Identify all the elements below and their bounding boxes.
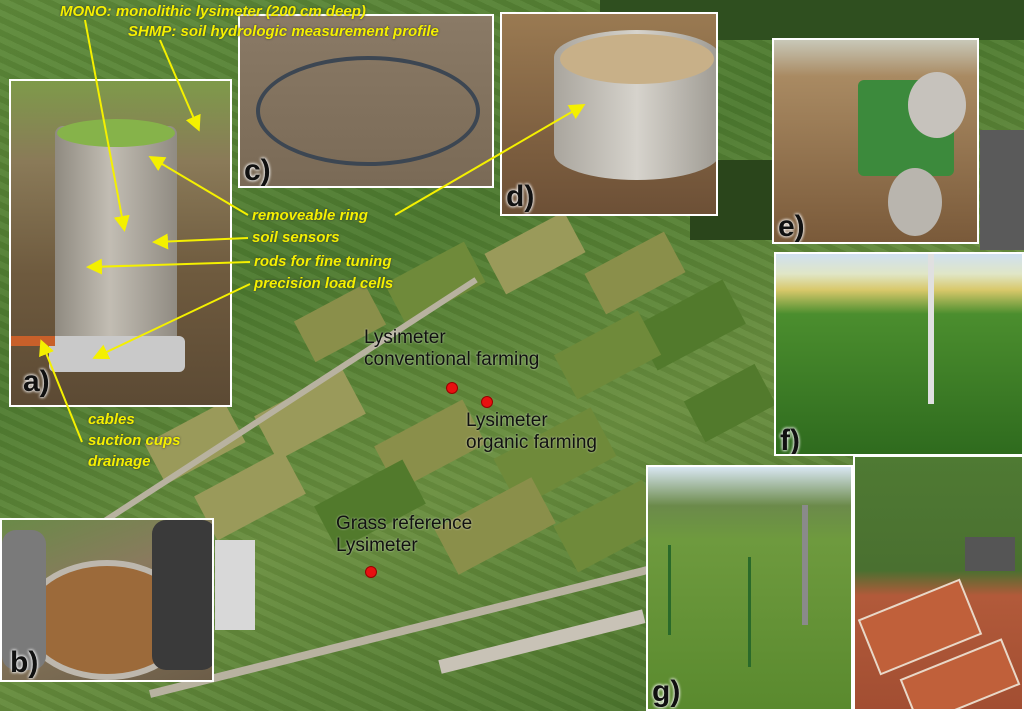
- arrow-soil-sensors: [152, 233, 249, 250]
- fence-post: [668, 545, 671, 635]
- marker-grass-reference-lysimeter: [365, 566, 377, 578]
- annotation-rods: rods for fine tuning: [254, 253, 392, 270]
- label-conventional-lysimeter: Lysimeter conventional farming: [364, 327, 539, 371]
- photo-f-maize-field: f): [774, 252, 1024, 456]
- base-plate: [49, 336, 185, 372]
- label-grass-line2: Lysimeter: [336, 534, 418, 556]
- weather-mast: [802, 505, 808, 625]
- marker-conventional-lysimeter: [446, 382, 458, 394]
- photo-g-grass-reference-site: g): [646, 465, 853, 711]
- label-grass-line1: Grass reference: [336, 513, 473, 534]
- arrow-load-cells: [92, 283, 251, 360]
- steel-ring: [256, 56, 480, 166]
- panel-label-a: a): [23, 365, 50, 398]
- photo-b-sensor-installation: b): [0, 518, 214, 682]
- annotation-drainage: drainage: [88, 453, 151, 470]
- house-roof: [965, 537, 1015, 571]
- legend-shmp: SHMP: soil hydrologic measurement profil…: [128, 23, 439, 40]
- marker-organic-lysimeter: [481, 396, 493, 408]
- arrow-removeable-ring-d: [394, 103, 586, 216]
- label-organic-line2: organic farming: [466, 431, 597, 453]
- annotation-cables: cables: [88, 411, 135, 428]
- photo-c-ring-on-soil: c): [238, 14, 494, 188]
- photo-e-plough: e): [772, 38, 979, 244]
- arrow-removeable-ring-a: [148, 155, 249, 216]
- label-conventional-line1: Lysimeter: [364, 327, 446, 348]
- label-conventional-line2: conventional farming: [364, 348, 540, 370]
- panel-label-c: c): [244, 154, 271, 187]
- panel-label-f: f): [780, 424, 800, 456]
- panel-label-d: d): [506, 180, 535, 213]
- person-left: [2, 530, 46, 670]
- arrow-shmp: [159, 39, 201, 132]
- soil-core-top: [560, 34, 714, 84]
- measurement-pole: [928, 254, 934, 404]
- wheel: [908, 72, 966, 138]
- label-grass-reference-lysimeter: Grass reference Lysimeter: [336, 513, 472, 557]
- person-right: [152, 520, 212, 670]
- arrow-rods: [86, 258, 251, 275]
- panel-label-b: b): [10, 646, 39, 679]
- building-block: [980, 130, 1024, 250]
- annotation-load-cells: precision load cells: [254, 275, 394, 292]
- annotation-removeable-ring: removeable ring: [252, 207, 368, 224]
- grass-top: [57, 119, 175, 147]
- panel-label-g: g): [652, 675, 681, 708]
- label-organic-line1: Lysimeter: [466, 410, 548, 431]
- annotation-soil-sensors: soil sensors: [252, 229, 340, 246]
- photo-aerial-tennis-courts: [853, 455, 1024, 711]
- label-organic-lysimeter: Lysimeter organic farming: [466, 410, 597, 454]
- building: [215, 540, 255, 630]
- annotation-suction-cups: suction cups: [88, 432, 181, 449]
- panel-label-e: e): [778, 210, 805, 243]
- fence-post: [748, 557, 751, 667]
- arrow-cables: [39, 339, 83, 443]
- wheel: [888, 168, 942, 236]
- legend-mono: MONO: monolithic lysimeter (200 cm deep): [60, 3, 366, 20]
- drain-pipe: [11, 336, 55, 346]
- arrow-mono: [84, 19, 130, 232]
